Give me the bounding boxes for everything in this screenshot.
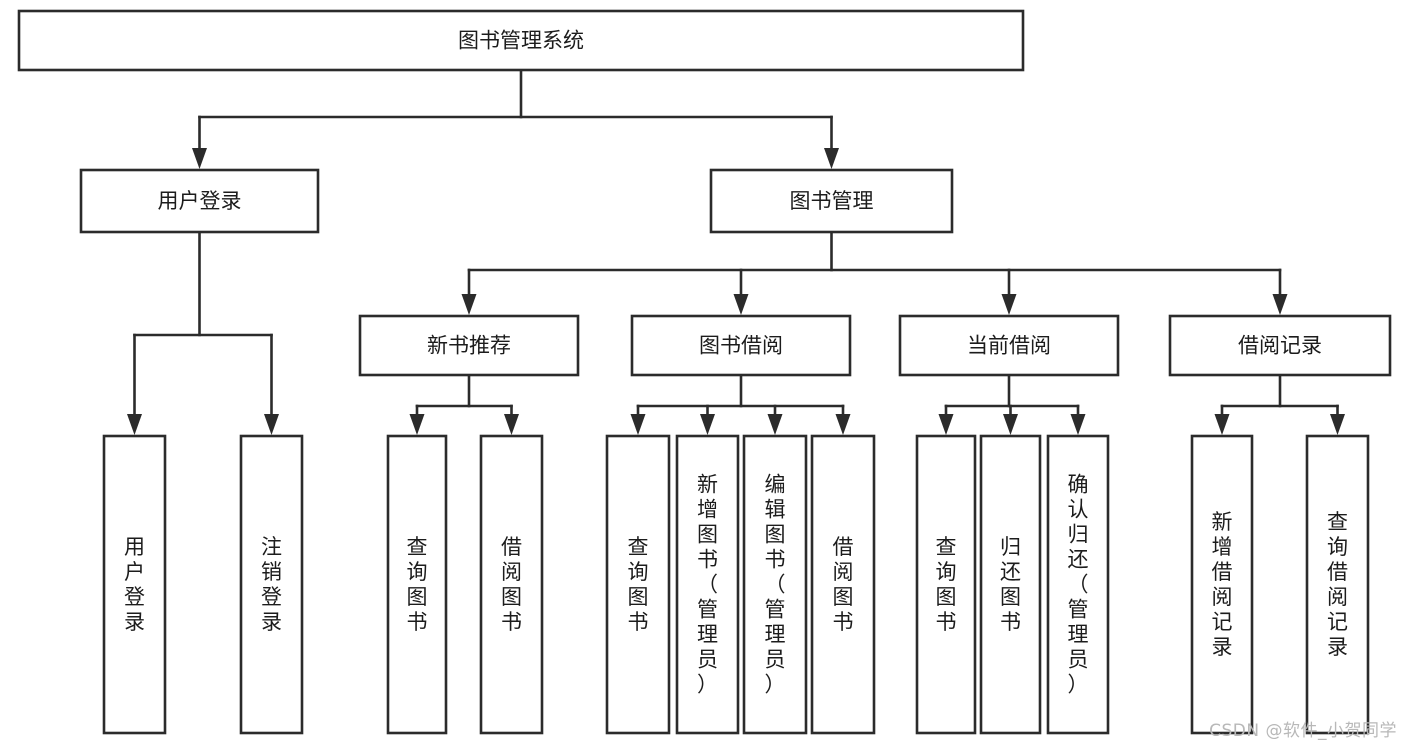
arrow-head-icon	[700, 414, 715, 435]
edge-group-n_user_login	[127, 230, 279, 435]
node-l_confirm_return[interactable]: 确认归还（管理员）	[1046, 434, 1110, 735]
node-label: 用户登录	[124, 535, 145, 634]
arrow-head-icon	[733, 294, 749, 315]
node-label: 归还图书	[1000, 535, 1021, 634]
node-box[interactable]	[239, 434, 304, 735]
node-box[interactable]	[675, 434, 740, 735]
node-label: 查询借阅记录	[1327, 510, 1348, 659]
node-box[interactable]	[1305, 434, 1370, 735]
node-label: 注销登录	[261, 535, 282, 634]
node-n_book_mgmt[interactable]: 图书管理	[709, 168, 954, 234]
node-label: 编辑图书（管理员）	[765, 473, 786, 697]
node-box[interactable]	[898, 314, 1120, 377]
arrow-head-icon	[192, 148, 207, 169]
node-box[interactable]	[17, 9, 1025, 72]
arrow-head-icon	[1070, 414, 1086, 435]
arrow-head-icon	[504, 414, 519, 435]
arrow-head-icon	[1214, 414, 1230, 435]
node-box[interactable]	[810, 434, 876, 735]
node-label: 用户登录	[158, 189, 242, 213]
node-label: 图书管理系统	[458, 29, 584, 53]
node-l_user_login[interactable]: 用户登录	[102, 434, 167, 735]
node-l_query_record[interactable]: 查询借阅记录	[1305, 434, 1370, 735]
arrow-head-icon	[767, 414, 783, 435]
node-l_edit_book[interactable]: 编辑图书（管理员）	[742, 434, 808, 735]
node-n_borrow_record[interactable]: 借阅记录	[1168, 314, 1392, 377]
arrow-head-icon	[1001, 294, 1017, 315]
node-label: 查询图书	[628, 535, 649, 634]
node-l_query_book_c[interactable]: 查询图书	[915, 434, 977, 735]
edge-group-n_current_borrow	[938, 373, 1086, 435]
node-box[interactable]	[358, 314, 580, 377]
node-box[interactable]	[979, 434, 1042, 735]
arrow-head-icon	[127, 414, 142, 435]
node-box[interactable]	[1190, 434, 1254, 735]
node-l_borrow_book_a[interactable]: 借阅图书	[479, 434, 544, 735]
node-root[interactable]: 图书管理系统	[17, 9, 1025, 72]
node-label: 新书推荐	[427, 334, 511, 358]
node-label: 图书管理	[790, 189, 874, 213]
node-layer: 图书管理系统用户登录图书管理新书推荐图书借阅当前借阅借阅记录用户登录注销登录查询…	[17, 9, 1392, 735]
node-l_add_book[interactable]: 新增图书（管理员）	[675, 434, 740, 735]
node-n_user_login[interactable]: 用户登录	[79, 168, 320, 234]
node-box[interactable]	[915, 434, 977, 735]
node-box[interactable]	[1046, 434, 1110, 735]
node-box[interactable]	[386, 434, 448, 735]
node-box[interactable]	[605, 434, 671, 735]
connector-layer	[127, 68, 1345, 435]
node-label: 确认归还（管理员）	[1068, 473, 1089, 697]
node-label: 查询图书	[407, 535, 428, 634]
arrow-head-icon	[409, 414, 425, 435]
node-label: 图书借阅	[699, 334, 783, 358]
node-box[interactable]	[102, 434, 167, 735]
node-n_current_borrow[interactable]: 当前借阅	[898, 314, 1120, 377]
arrow-head-icon	[461, 294, 477, 315]
node-label: 新增借阅记录	[1212, 510, 1233, 659]
arrow-head-icon	[1003, 414, 1018, 435]
node-label: 借阅图书	[501, 535, 522, 634]
edge-group-n_new_book_rec	[409, 373, 519, 435]
arrow-head-icon	[835, 414, 851, 435]
node-label: 借阅记录	[1238, 334, 1322, 358]
node-label: 借阅图书	[833, 535, 854, 634]
arrow-head-icon	[264, 414, 279, 435]
node-box[interactable]	[742, 434, 808, 735]
node-n_new_book_rec[interactable]: 新书推荐	[358, 314, 580, 377]
edge-group-root	[192, 68, 839, 169]
node-label: 查询图书	[936, 535, 957, 634]
arrow-head-icon	[938, 414, 954, 435]
arrow-head-icon	[630, 414, 646, 435]
node-box[interactable]	[79, 168, 320, 234]
edge-group-n_borrow_record	[1214, 373, 1345, 435]
node-box[interactable]	[630, 314, 852, 377]
node-box[interactable]	[1168, 314, 1392, 377]
edge-group-n_book_mgmt	[461, 230, 1288, 315]
node-l_add_record[interactable]: 新增借阅记录	[1190, 434, 1254, 735]
node-n_book_borrow[interactable]: 图书借阅	[630, 314, 852, 377]
node-l_borrow_book_b[interactable]: 借阅图书	[810, 434, 876, 735]
node-l_logout[interactable]: 注销登录	[239, 434, 304, 735]
node-label: 当前借阅	[967, 334, 1051, 358]
arrow-head-icon	[1272, 294, 1288, 315]
node-l_query_book_a[interactable]: 查询图书	[386, 434, 448, 735]
node-l_return_book[interactable]: 归还图书	[979, 434, 1042, 735]
arrow-head-icon	[1330, 414, 1345, 435]
node-box[interactable]	[479, 434, 544, 735]
node-box[interactable]	[709, 168, 954, 234]
edge-group-n_book_borrow	[630, 373, 851, 435]
node-label: 新增图书（管理员）	[697, 473, 718, 697]
arrow-head-icon	[824, 148, 839, 169]
node-l_query_book_b[interactable]: 查询图书	[605, 434, 671, 735]
